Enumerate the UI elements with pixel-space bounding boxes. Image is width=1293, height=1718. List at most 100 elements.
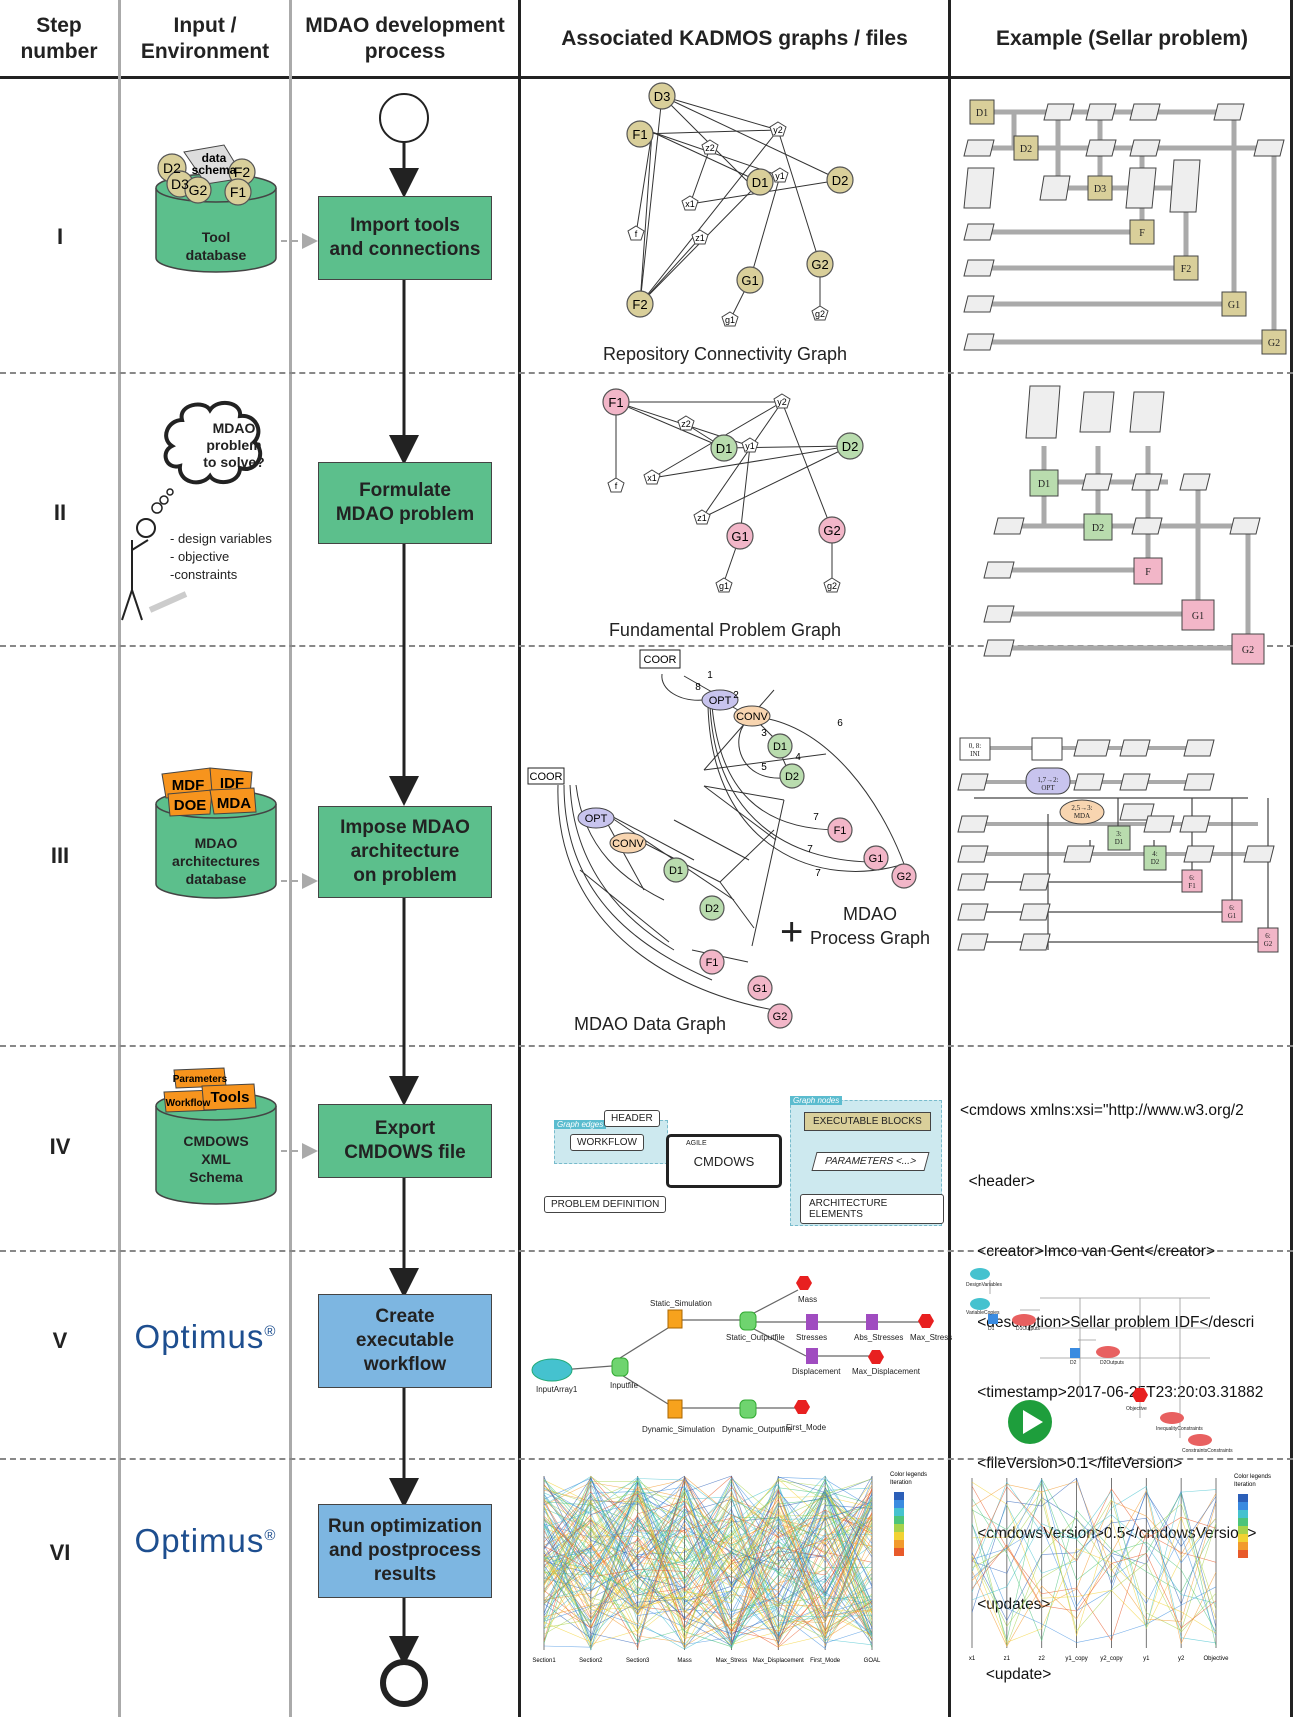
database-icon: data schema D2 D3 G2 F2 F1 [155, 144, 277, 273]
process-box-run: Run optimization and postprocess results [318, 1504, 492, 1598]
svg-text:7: 7 [807, 844, 813, 855]
optimus-logo-1-text: Optimus [134, 1318, 265, 1355]
process-flow-line [270, 93, 429, 1707]
plot-line [543, 1495, 873, 1637]
plot-line [543, 1489, 873, 1639]
svg-text:G1: G1 [1228, 300, 1240, 311]
bullet-objective: - objective [170, 549, 230, 564]
svg-text:G2: G2 [1268, 338, 1280, 349]
plot-line [543, 1475, 873, 1648]
plot-line [543, 1490, 873, 1645]
svg-text:z2: z2 [705, 143, 715, 153]
plot-line [543, 1477, 873, 1635]
row-divider-3 [0, 1045, 1293, 1047]
svg-text:0, 8:: 0, 8: [969, 742, 982, 750]
process-box-import-label: Import tools and connections [329, 215, 481, 260]
process-box-impose: Impose MDAO architecture on problem [318, 806, 492, 898]
svg-text:G1: G1 [1192, 611, 1204, 622]
plot-line [543, 1487, 873, 1614]
caption-fundamental-graph: Fundamental Problem Graph [608, 620, 842, 640]
process-box-export-label: Export CMDOWS file [344, 1118, 466, 1163]
svg-text:F1: F1 [230, 184, 247, 200]
step-number-2: II [53, 500, 67, 525]
header-example-text: Example (Sellar problem) [995, 27, 1249, 50]
plot-line [971, 1481, 1217, 1604]
svg-text:3:: 3: [1116, 830, 1122, 838]
svg-text:4:: 4: [1152, 850, 1158, 858]
plot-line [543, 1477, 873, 1649]
svg-text:g2: g2 [827, 581, 837, 591]
svg-text:1: 1 [707, 670, 713, 681]
svg-text:g2: g2 [815, 309, 825, 319]
svg-text:6:: 6: [1229, 904, 1235, 912]
caption-data-graph: MDAO Data Graph [573, 1014, 727, 1034]
plot-line [971, 1489, 1217, 1628]
legend-swatch [894, 1508, 904, 1516]
legend-title: Color legends [890, 1472, 927, 1478]
row-divider-1 [0, 372, 1293, 374]
header-step-text: Step number [20, 14, 98, 63]
optimus-logo-1: Optimus® [134, 1318, 277, 1355]
architecture-elements-node: ARCHITECTURE ELEMENTS [800, 1194, 944, 1224]
cmdows-structure-diagram: Graph edges Graph nodes CMDOWS AGILE HEA… [534, 1090, 944, 1230]
plot-line [543, 1500, 873, 1635]
xml-line-3: <creator>Imco van Gent</creator> [960, 1243, 1216, 1260]
xml-line-1: <cmdows xmlns:xsi="http://www.w3.org/2 [960, 1102, 1244, 1119]
svg-text:D3: D3 [1094, 184, 1106, 195]
row-divider-4 [0, 1250, 1293, 1252]
svg-text:D3: D3 [171, 176, 189, 192]
caption-process-graph: MDAO Process Graph [809, 904, 931, 948]
thinking-person-icon [121, 400, 262, 621]
end-node-icon [380, 1659, 428, 1707]
plot-line [543, 1485, 873, 1648]
svg-text:D2: D2 [163, 160, 181, 176]
legend-swatch [894, 1532, 904, 1540]
svg-text:5: 5 [761, 762, 767, 773]
bullet-constraints: -constraints [170, 567, 238, 582]
header-graphs-text: Associated KADMOS graphs / files [561, 27, 908, 50]
svg-text:D2: D2 [1151, 858, 1160, 866]
parameters-node: PARAMETERS <...> [811, 1152, 930, 1171]
plot-line [971, 1486, 1217, 1563]
plot-line [543, 1515, 873, 1642]
legend-title: Color legends [1234, 1474, 1271, 1480]
xml-line-5: <timestamp>2017-06-25T23:20:03.31882 [960, 1384, 1264, 1401]
svg-text:MDA: MDA [1074, 812, 1090, 820]
plot-axis-label: Objective [1203, 1656, 1229, 1662]
process-box-export: Export CMDOWS file [318, 1104, 492, 1178]
row-divider-5 [0, 1458, 1293, 1460]
plot-line [543, 1478, 873, 1630]
plot-line [971, 1478, 1217, 1647]
svg-text:z1: z1 [697, 513, 707, 523]
plot-line [971, 1486, 1217, 1644]
svg-text:schema: schema [192, 163, 237, 177]
column-divider-5 [1290, 0, 1293, 1717]
legend-swatch [1238, 1526, 1248, 1534]
svg-text:OPT: OPT [709, 695, 732, 707]
plot-line [543, 1526, 873, 1619]
plot-line [543, 1492, 873, 1638]
plot-line [543, 1507, 873, 1645]
svg-text:F1: F1 [632, 127, 647, 142]
svg-text:D1: D1 [988, 1326, 995, 1332]
svg-text:InequalityConstraints: InequalityConstraints [1156, 1426, 1203, 1432]
plot-line [543, 1505, 873, 1641]
optimus-logo-2-text: Optimus [134, 1522, 265, 1559]
plot-line [543, 1482, 873, 1649]
plot-line [971, 1493, 1217, 1608]
svg-text:INI: INI [970, 750, 980, 758]
architectures-database-label: MDAO architectures database [172, 835, 260, 887]
legend-title: Iteration [890, 1480, 912, 1486]
xml-line-7: <cmdowsVersion>0.5</cmdowsVersion> [960, 1525, 1257, 1542]
xml-line-4: <description>Sellar problem IDF</descri [960, 1313, 1255, 1331]
svg-text:D1Outputs: D1Outputs [1016, 1326, 1040, 1332]
plot-line [543, 1490, 873, 1632]
plot-line [543, 1478, 873, 1613]
xml-line-9: <update> [960, 1666, 1052, 1683]
workflow-node: WORKFLOW [570, 1134, 644, 1151]
svg-text:COOR: COOR [530, 771, 563, 783]
svg-text:G2: G2 [1242, 645, 1254, 656]
svg-text:D1: D1 [976, 108, 988, 119]
plot-line [543, 1490, 873, 1632]
